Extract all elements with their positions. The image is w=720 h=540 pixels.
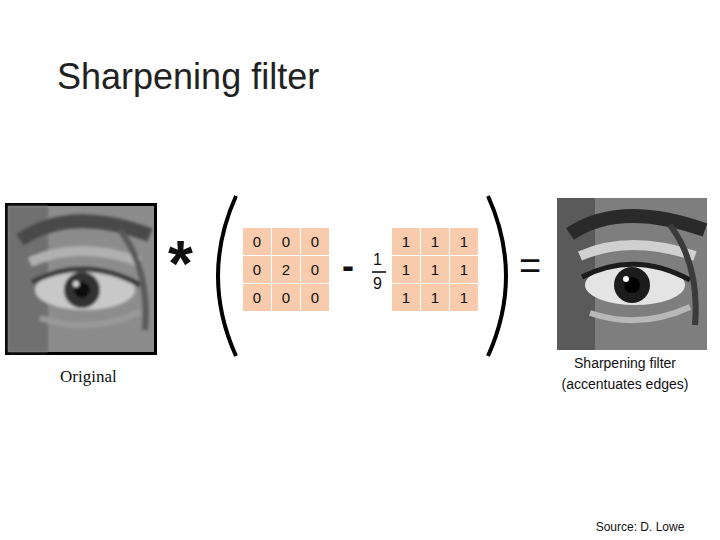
source-note: Source: D. Lowe: [560, 520, 720, 534]
convolution-symbol: *: [168, 232, 193, 296]
fraction-denominator: 9: [373, 275, 382, 293]
fraction-bar: [372, 271, 386, 273]
right-parenthesis: [488, 196, 506, 356]
matrix-cell: 1: [450, 228, 478, 255]
equals-sign: =: [519, 246, 541, 286]
matrix-cell: 0: [301, 256, 329, 283]
matrix-cell: 0: [272, 284, 300, 311]
matrix-cell: 1: [392, 228, 420, 255]
matrix-cell: 1: [392, 284, 420, 311]
matrix-cell: 0: [301, 228, 329, 255]
original-image: [5, 203, 157, 355]
result-caption: Sharpening filter (accentuates edges): [550, 353, 700, 395]
image-caption: Original: [60, 367, 117, 387]
fraction-numerator: 1: [373, 251, 382, 269]
matrix-cell: 0: [243, 256, 271, 283]
minus-sign: -: [342, 246, 354, 286]
matrix-cell: 0: [301, 284, 329, 311]
matrix-cell: 0: [272, 228, 300, 255]
matrix-cell: 0: [243, 228, 271, 255]
matrix-cell: 1: [450, 284, 478, 311]
matrix-cell: 1: [421, 284, 449, 311]
sharpened-image: [557, 198, 707, 350]
matrix-cell: 2: [272, 256, 300, 283]
matrix-cell: 1: [450, 256, 478, 283]
matrix-cell: 1: [392, 256, 420, 283]
slide-title: Sharpening filter: [57, 56, 319, 98]
matrix-cell: 1: [421, 256, 449, 283]
matrix-cell: 0: [243, 284, 271, 311]
left-parenthesis: [218, 196, 236, 356]
matrix-cell: 1: [421, 228, 449, 255]
